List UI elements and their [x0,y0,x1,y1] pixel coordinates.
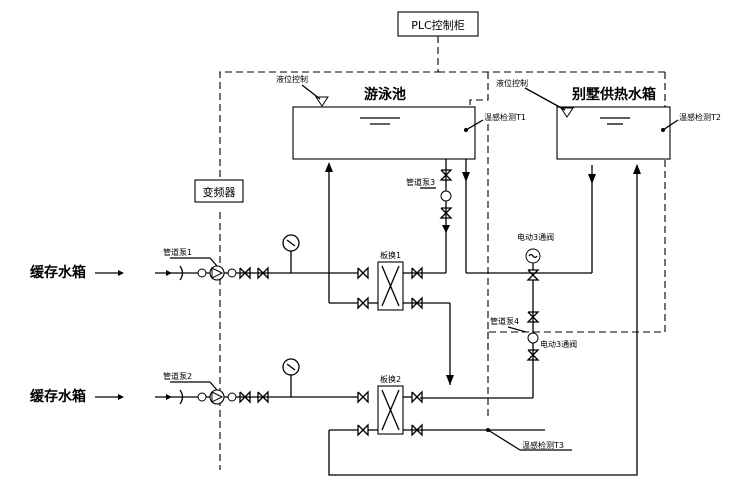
pump-1-label: 管道泵1 [163,247,192,257]
control-wiring [219,36,666,470]
villa-tank-label: 别墅供热水箱 [571,86,656,103]
upper-circuit: 缓存水箱 管道泵1 板换1 [30,162,454,385]
lower-circuit: 缓存水箱 管道泵2 板换2 温感检测T3 [30,164,641,476]
pump-3-branch: 管道泵3 [406,159,453,233]
hx-2-label: 板换2 [380,374,401,384]
pool-label: 游泳池 [364,86,406,103]
pump-3-icon [440,190,452,202]
valve-3way-2-label: 电动3通阀 [540,339,577,349]
buffer-tank-1-label: 缓存水箱 [30,264,86,281]
valve-3way-1-label: 电动3通阀 [517,232,554,242]
pool-level-label: 液位控制 [276,74,308,84]
swimming-pool: 游泳池 液位控制 温感检测T1 [276,74,526,160]
villa-level-icon [560,107,574,118]
plc-cabinet: PLC控制柜 [397,11,479,37]
villa-temp-label: 温感检测T2 [679,112,721,122]
buffer-tank-2-label: 缓存水箱 [30,388,86,405]
vfd: 变频器 [194,179,244,203]
pump-1-icon [209,265,225,281]
pump-3-label: 管道泵3 [406,177,435,187]
plc-cabinet-label: PLC控制柜 [411,18,464,32]
villa-hot-water-tank: 别墅供热水箱 液位控制 温感检测T2 [496,78,721,160]
pool-temp-label: 温感检测T1 [484,112,526,122]
pump-4-label: 管道泵4 [490,316,519,326]
hx-1-label: 板换1 [380,250,401,260]
pump-2-label: 管道泵2 [163,371,192,381]
pump-2-icon [209,389,225,405]
vfd-label: 变频器 [203,185,236,199]
pump-4-icon [527,332,539,344]
villa-branch: 电动3通阀 管道泵4 电动3通阀 [420,159,596,399]
villa-level-label: 液位控制 [496,78,528,88]
temp-t3-label: 温感检测T3 [522,440,564,450]
pool-level-icon [315,96,329,107]
